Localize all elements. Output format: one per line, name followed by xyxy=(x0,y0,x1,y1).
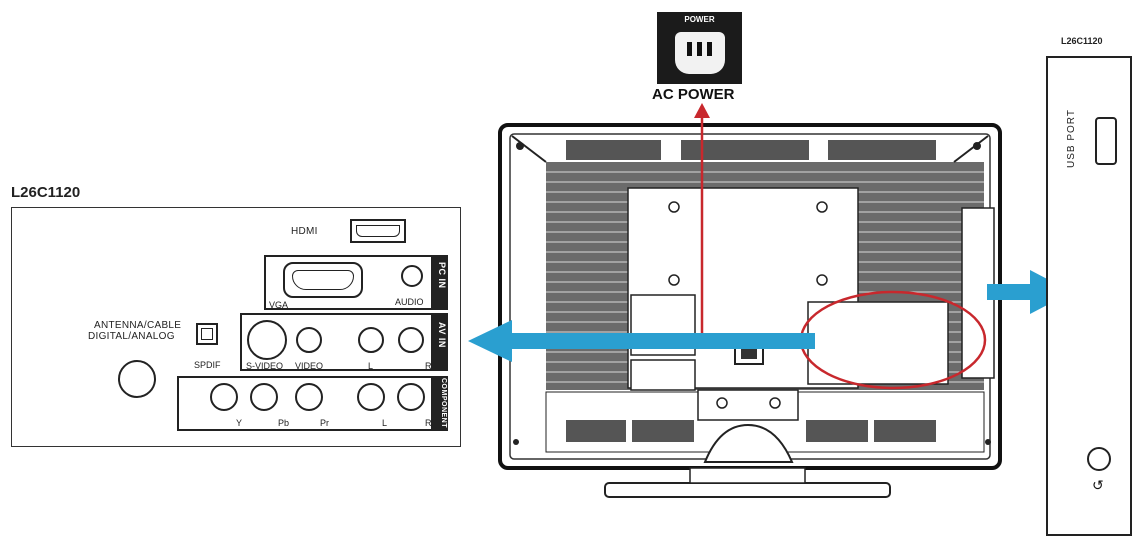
av-right-jack xyxy=(398,327,424,353)
pc-in-sidebar xyxy=(433,255,448,310)
left-blue-arrow-head xyxy=(468,320,512,362)
audio-jack xyxy=(401,265,423,287)
hdmi-label: HDMI xyxy=(291,226,318,237)
component-y-label: Y xyxy=(236,418,243,428)
svideo-label: S-VIDEO xyxy=(246,361,284,371)
video-label: VIDEO xyxy=(295,361,324,371)
audio-label: AUDIO xyxy=(395,297,424,307)
component-left-label: L xyxy=(382,418,388,428)
antenna-label: ANTENNA/CABLE xyxy=(94,320,182,331)
av-left-jack xyxy=(358,327,384,353)
vga-label: VGA xyxy=(269,300,289,310)
component-pr-jack xyxy=(295,383,323,411)
av-right-label: R xyxy=(425,361,432,371)
av-left-label: L xyxy=(368,361,374,371)
earphone-jack xyxy=(1087,447,1111,471)
ac-power-caption: AC POWER xyxy=(652,86,735,103)
component-pb-label: Pb xyxy=(278,418,290,428)
vga-port xyxy=(283,262,363,298)
spdif-port xyxy=(196,323,218,345)
video-jack xyxy=(296,327,322,353)
power-inlet-block: POWER xyxy=(657,12,742,84)
right-panel-model-label: L26C1120 xyxy=(1061,36,1103,46)
component-right-label: R xyxy=(425,418,432,428)
antenna-sub-label: DIGITAL/ANALOG xyxy=(88,331,175,342)
spdif-label: SPDIF xyxy=(194,360,221,370)
power-arrow-head xyxy=(694,103,710,118)
power-header-label: POWER xyxy=(684,15,715,24)
component-y-jack xyxy=(210,383,238,411)
antenna-jack xyxy=(118,360,156,398)
right-blue-arrow-shaft xyxy=(987,284,1035,300)
svideo-jack xyxy=(247,320,287,360)
component-left-jack xyxy=(357,383,385,411)
power-socket-icon xyxy=(675,32,725,74)
left-blue-arrow-shaft xyxy=(505,333,815,349)
av-in-sidebar xyxy=(433,313,448,371)
hdmi-port xyxy=(350,219,406,243)
component-right-jack xyxy=(397,383,425,411)
component-sidebar xyxy=(433,376,448,431)
usb-port xyxy=(1095,117,1117,165)
component-pr-label: Pr xyxy=(320,418,329,428)
left-panel-model-label: L26C1120 xyxy=(11,184,81,201)
component-pb-jack xyxy=(250,383,278,411)
usb-port-label: USB PORT xyxy=(1066,109,1077,168)
earphone-icon: ↺ xyxy=(1092,478,1104,494)
